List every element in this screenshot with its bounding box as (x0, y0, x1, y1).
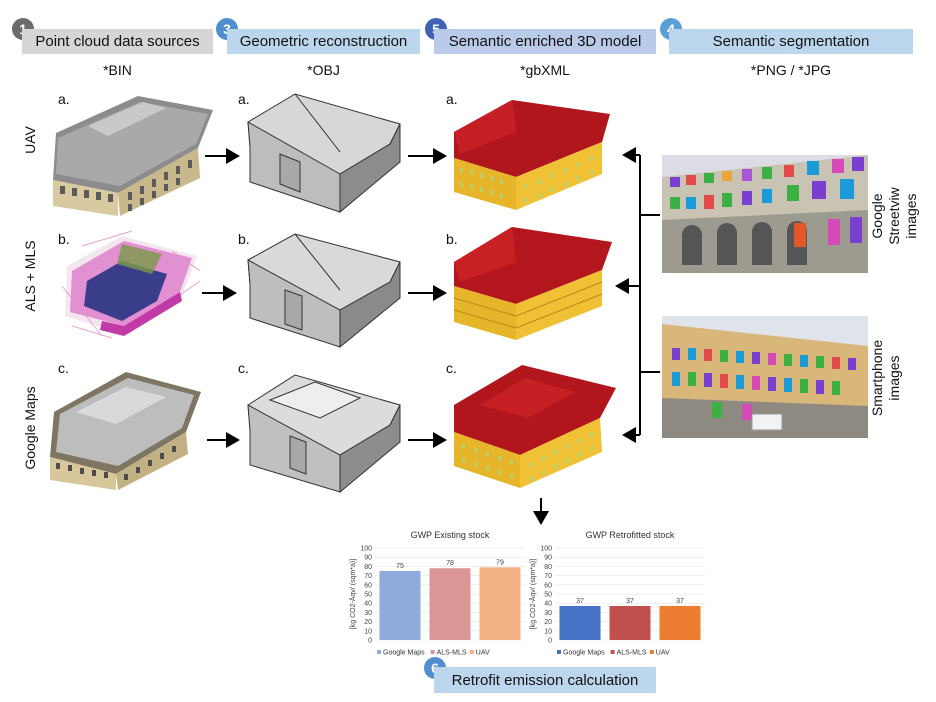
legend-swatch (610, 650, 615, 654)
y-tick-label: 60 (364, 582, 372, 589)
y-tick-label: 20 (364, 619, 372, 626)
bar (429, 568, 471, 640)
y-axis-label: [kg CO2-Äqv/ (sqm*a)] (349, 559, 357, 629)
legend-label: ALS-MLS (437, 650, 467, 657)
chart-title: GWP Retrofitted stock (586, 530, 675, 540)
y-tick-label: 70 (544, 573, 552, 580)
y-tick-label: 90 (544, 555, 552, 562)
header-geometric-reconstruction: Geometric reconstruction (227, 29, 420, 54)
obj-model-b (247, 233, 401, 349)
letter-c-col1: c. (58, 360, 69, 376)
y-tick-label: 80 (544, 564, 552, 571)
data-label: 78 (446, 560, 454, 567)
gbxml-model-c (454, 365, 616, 488)
format-bin: *BIN (103, 62, 132, 78)
uav-building-photo (53, 96, 213, 216)
y-tick-label: 0 (548, 638, 552, 645)
streetview-facade-photo (662, 155, 868, 273)
gbxml-model-b (453, 227, 612, 340)
format-obj: *OBJ (307, 62, 340, 78)
y-tick-label: 80 (364, 564, 372, 571)
y-tick-label: 30 (364, 610, 372, 617)
obj-model-c (247, 374, 401, 494)
legend-swatch (469, 650, 474, 654)
legend-label: UAV (656, 650, 670, 657)
header-point-cloud: Point cloud data sources (22, 29, 213, 54)
bar (379, 571, 421, 640)
legend-swatch (430, 650, 435, 654)
y-tick-label: 50 (364, 592, 372, 599)
bar (559, 605, 601, 640)
y-tick-label: 90 (364, 555, 372, 562)
google-maps-3d-mesh (50, 372, 201, 490)
data-label: 75 (396, 563, 404, 570)
letter-b-col3: b. (446, 231, 458, 247)
letter-b-col2: b. (238, 231, 250, 247)
format-gbxml: *gbXML (520, 62, 570, 78)
bar (479, 567, 521, 640)
legend-label: UAV (476, 650, 490, 657)
footer-retrofit-emission: Retrofit emission calculation (434, 667, 656, 693)
letter-a-col3: a. (446, 91, 458, 107)
chart-retrofitted-svg: GWP Retrofitted stock 0 10 20 30 40 50 60 70 80 90… (529, 530, 705, 657)
header-semantic-3d-model: Semantic enriched 3D model (434, 29, 656, 54)
bar (659, 605, 701, 640)
y-tick-label: 0 (368, 638, 372, 645)
letter-b-col1: b. (58, 231, 70, 247)
chart-existing-stock: GWP Existing stock 0 10 20 30 40 50 60 70 80 90 100… (345, 528, 535, 662)
legend-label: Google Maps (383, 650, 425, 657)
chart-existing-svg: GWP Existing stock 0 10 20 30 40 50 60 70 80 90 100… (349, 530, 525, 657)
data-label: 79 (496, 559, 504, 566)
data-label: 37 (676, 598, 684, 605)
y-tick-label: 60 (544, 582, 552, 589)
y-tick-label: 40 (364, 601, 372, 608)
y-tick-label: 40 (544, 601, 552, 608)
data-label: 37 (626, 598, 634, 605)
y-tick-label: 10 (544, 628, 552, 635)
y-tick-label: 100 (540, 546, 552, 553)
y-tick-label: 70 (364, 573, 372, 580)
als-mls-point-cloud (62, 230, 201, 339)
format-png-jpg: *PNG / *JPG (750, 62, 832, 78)
letter-a-col2: a. (238, 91, 250, 107)
chart-retrofitted-stock: GWP Retrofitted stock 0 10 20 30 40 50 60 70 80 90… (525, 528, 715, 662)
data-label: 37 (576, 598, 584, 605)
chart-title: GWP Existing stock (411, 530, 490, 540)
y-axis-label: [kg CO2-Äqv/ (sqm*a)] (529, 559, 537, 629)
gbxml-model-a (454, 100, 610, 210)
bar (609, 605, 651, 640)
letter-c-col2: c. (238, 360, 249, 376)
letter-a-col1: a. (58, 91, 70, 107)
legend-label: ALS-MLS (617, 650, 647, 657)
letter-c-col3: c. (446, 360, 457, 376)
y-tick-label: 100 (360, 546, 372, 553)
y-tick-label: 20 (544, 619, 552, 626)
legend-label: Google Maps (563, 650, 605, 657)
y-tick-label: 30 (544, 610, 552, 617)
legend-swatch (377, 650, 381, 654)
legend-swatch (649, 650, 654, 654)
y-tick-label: 50 (544, 592, 552, 599)
smartphone-facade-photo (662, 316, 868, 438)
header-semantic-segmentation: Semantic segmentation (669, 29, 913, 54)
legend-swatch (557, 650, 561, 654)
obj-model-a (247, 93, 401, 214)
y-tick-label: 10 (364, 628, 372, 635)
